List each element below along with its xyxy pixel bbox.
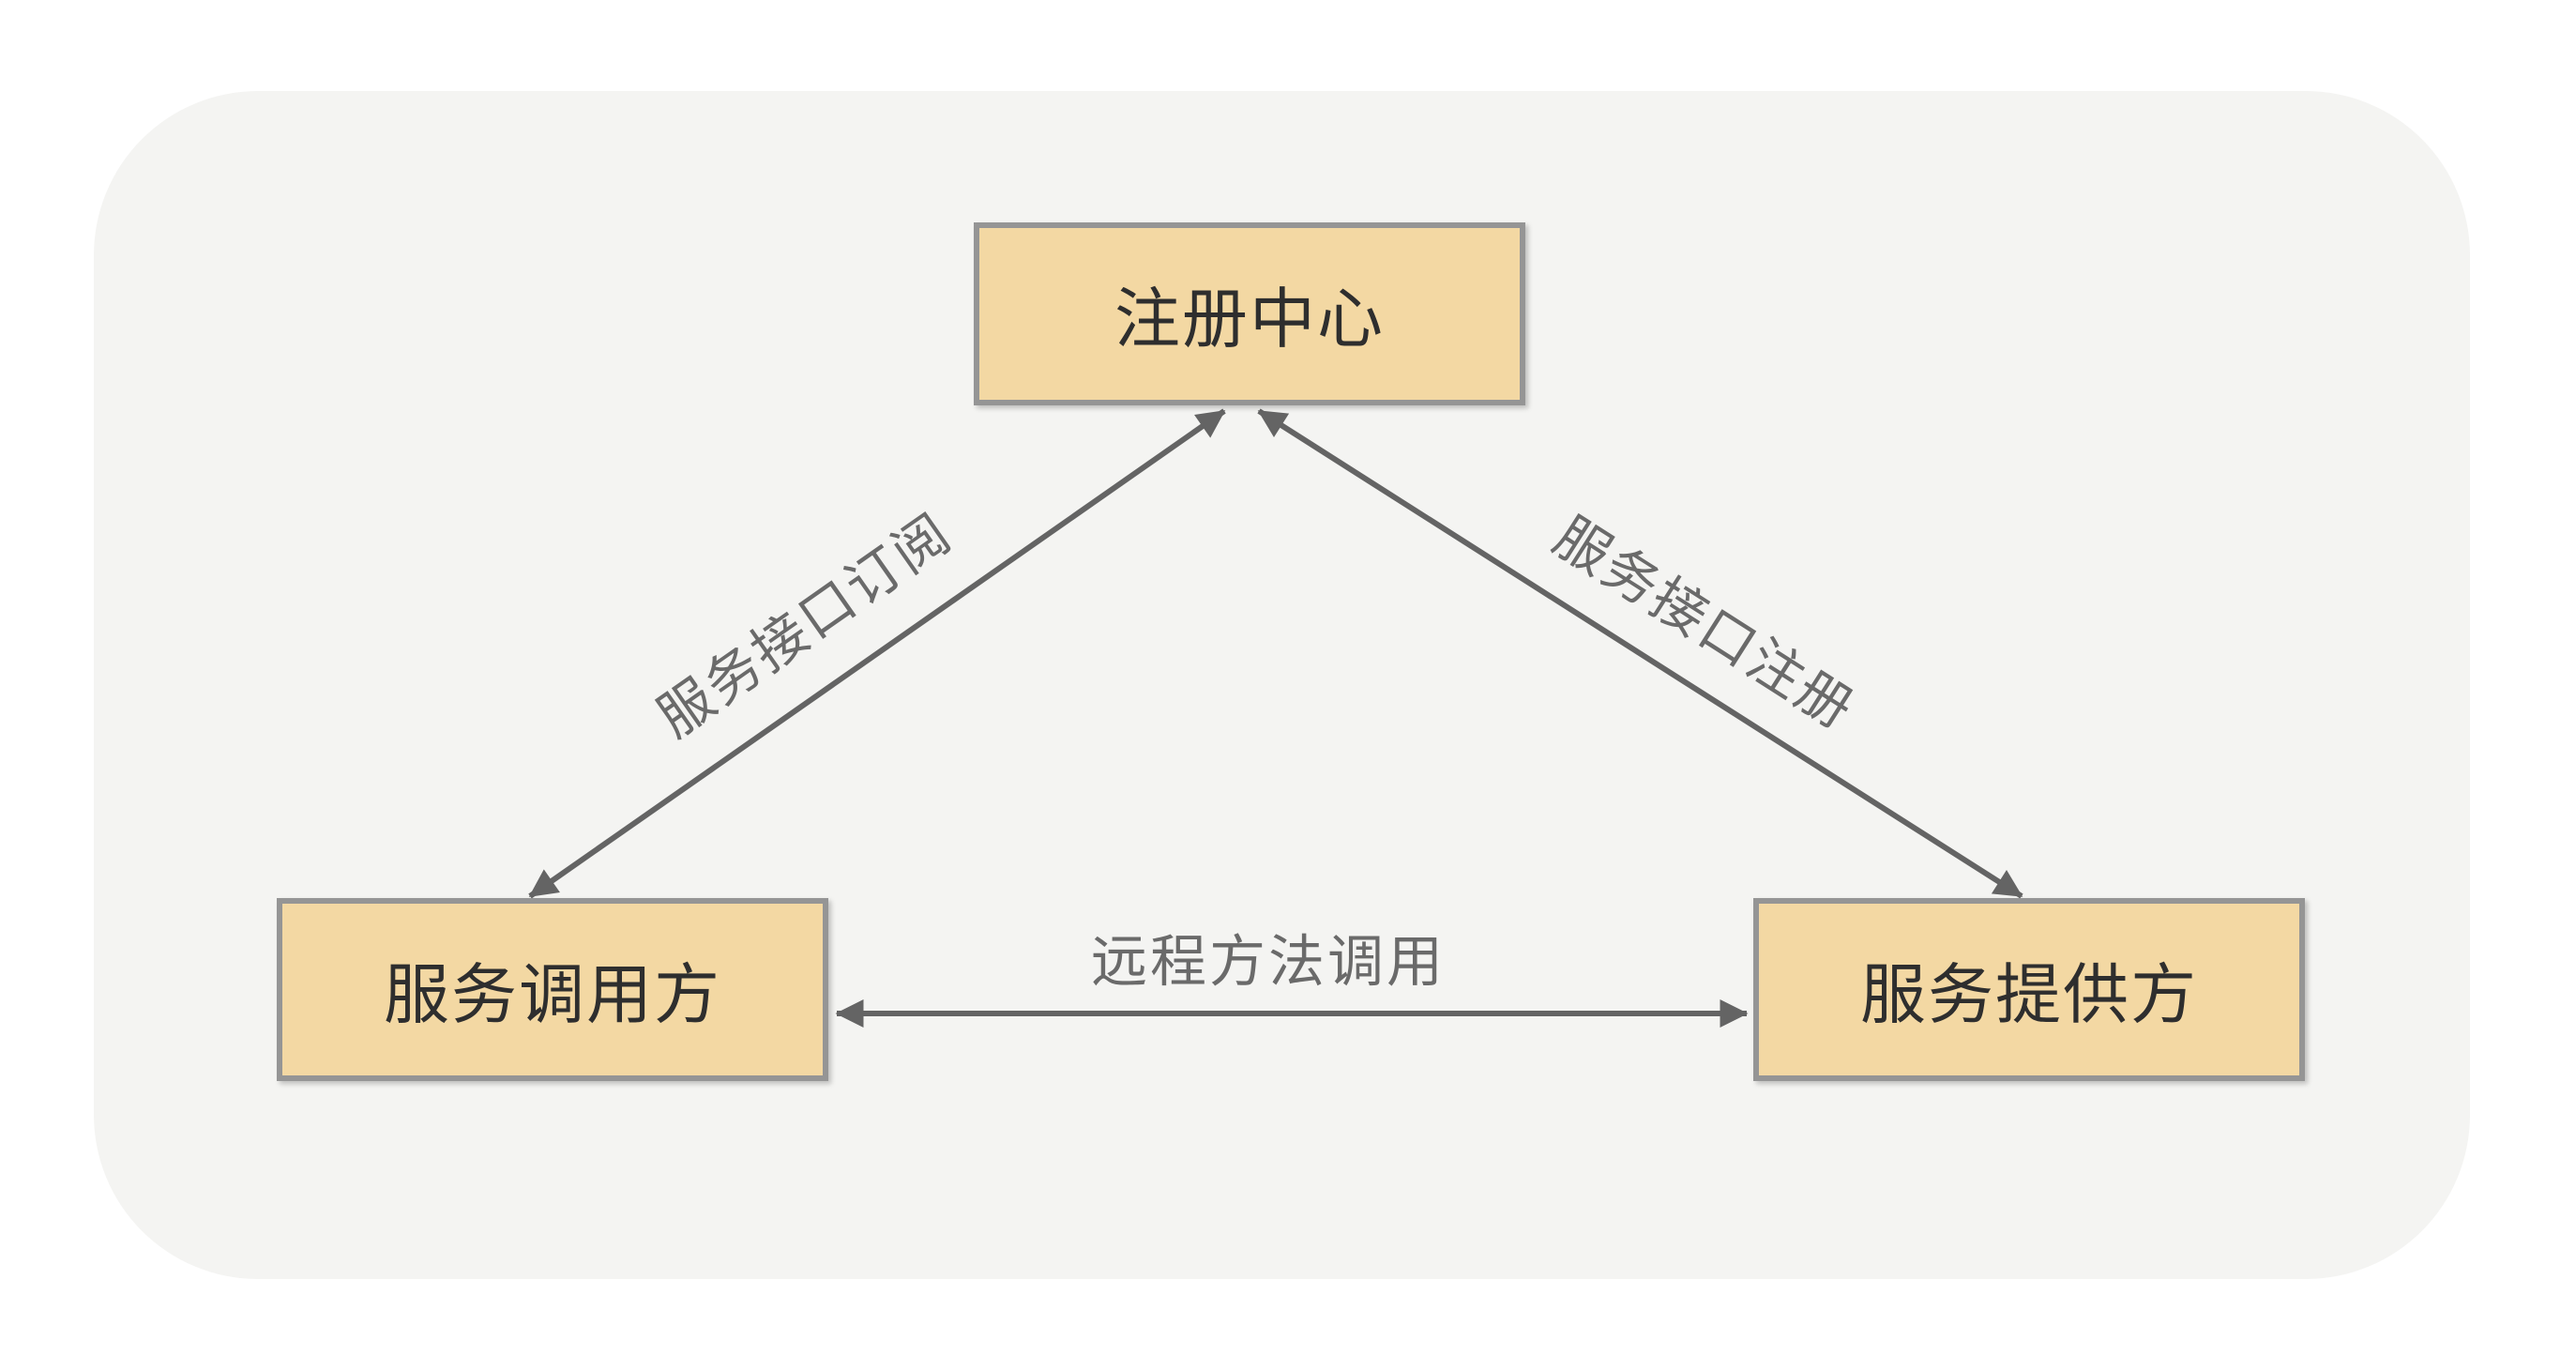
node-consumer-label: 服务调用方 — [384, 958, 721, 1031]
node-consumer: 服务调用方 — [277, 898, 828, 1081]
node-provider: 服务提供方 — [1753, 898, 2305, 1081]
edge-rpc-label: 远程方法调用 — [1091, 930, 1446, 994]
node-provider-label: 服务提供方 — [1860, 958, 2198, 1031]
node-registry-label: 注册中心 — [1114, 282, 1385, 356]
node-registry: 注册中心 — [974, 222, 1525, 405]
